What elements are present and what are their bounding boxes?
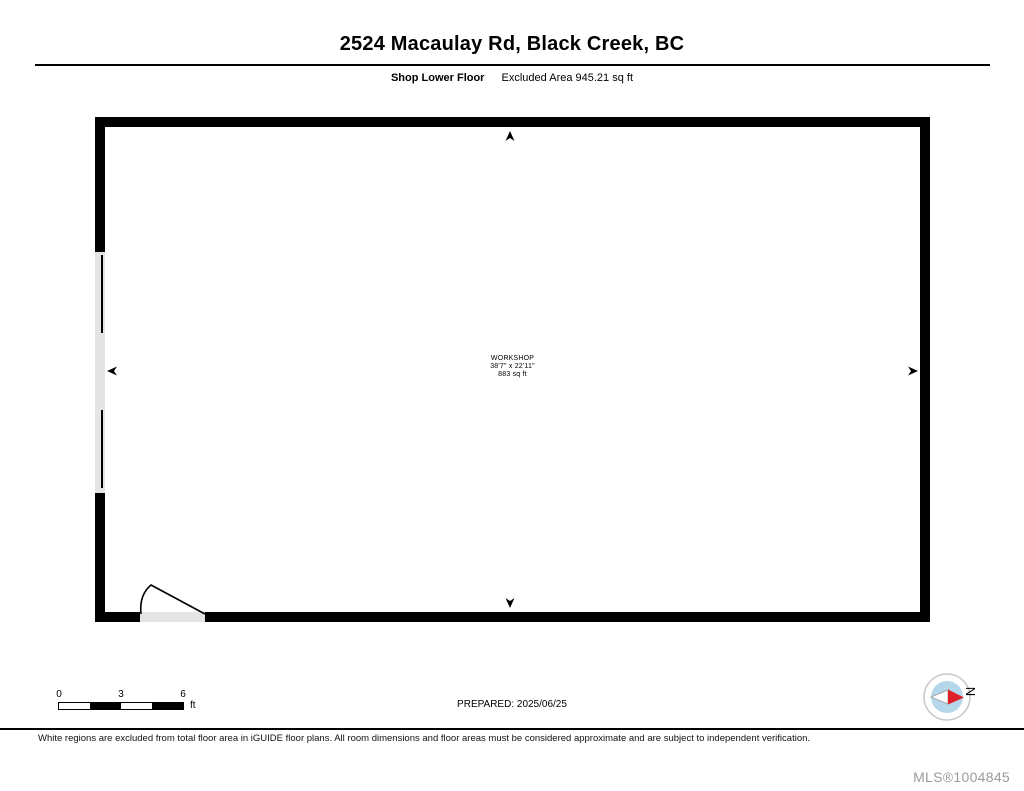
scale-tick-0: 0 [56, 689, 62, 700]
floor-label: Shop Lower Floor [390, 72, 485, 84]
down-arrow-icon [505, 598, 515, 608]
scale-tick-3: 3 [118, 689, 124, 700]
right-arrow-icon [908, 366, 918, 376]
room-dimensions: 38'7" x 22'11" [490, 363, 535, 370]
scale-tick-6: 6 [180, 689, 186, 700]
scale-bar-strip [58, 702, 184, 710]
prepared-date-label: PREPARED: 2025/06/25 [457, 699, 567, 710]
garage-door-line-lower [101, 410, 103, 488]
scale-segment [59, 703, 90, 709]
garage-door-opening [95, 252, 105, 493]
compass-icon [923, 673, 971, 721]
garage-door-line-upper [101, 255, 103, 333]
excluded-area-label: Excluded Area 945.21 sq ft [501, 72, 634, 84]
compass-north-label: N [963, 686, 979, 697]
door-opening [140, 612, 205, 622]
subtitle-row: Shop Lower Floor Excluded Area 945.21 sq… [0, 72, 1024, 84]
page-title: 2524 Macaulay Rd, Black Creek, BC [339, 33, 685, 55]
scale-unit-label: ft [190, 700, 196, 711]
disclaimer-text: White regions are excluded from total fl… [38, 733, 811, 744]
mls-number: MLS®1004845 [913, 769, 1010, 785]
title-divider [35, 64, 990, 66]
door-swing-icon [139, 584, 206, 615]
scale-segment [121, 703, 152, 709]
up-arrow-icon [505, 131, 515, 141]
scale-segment [152, 703, 183, 709]
footer-divider [0, 728, 1024, 730]
room-label: WORKSHOP 38'7" x 22'11" 883 sq ft [105, 355, 920, 379]
floor-plan: WORKSHOP 38'7" x 22'11" 883 sq ft [95, 117, 930, 622]
room-area: 883 sq ft [498, 371, 527, 378]
left-arrow-icon [107, 366, 117, 376]
scale-segment [90, 703, 121, 709]
scale-bar: 0 3 6 ft [56, 689, 195, 713]
room-name: WORKSHOP [490, 355, 535, 362]
